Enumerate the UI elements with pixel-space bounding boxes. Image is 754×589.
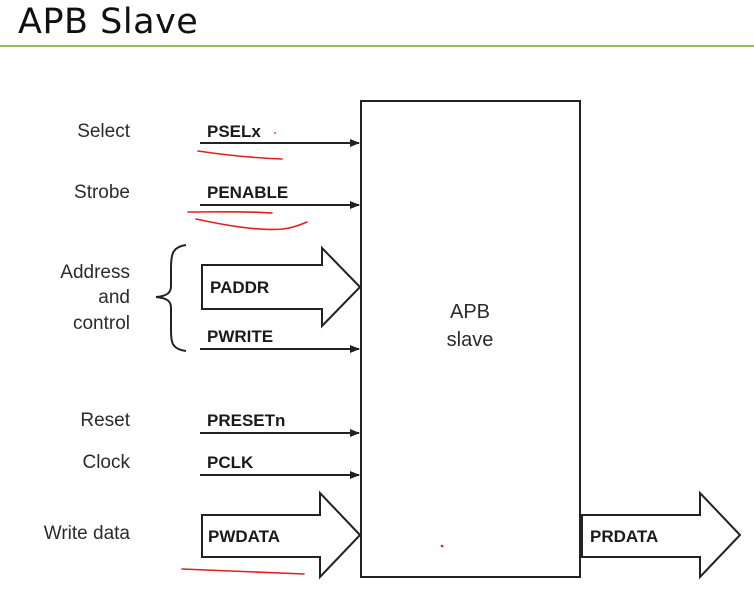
signal-preset: PRESETn bbox=[207, 411, 285, 430]
block-label-apb: APB bbox=[450, 301, 490, 323]
signal-paddr: PADDR bbox=[210, 278, 269, 297]
ink-dot-block bbox=[440, 544, 444, 548]
ink-underline-psel bbox=[197, 150, 283, 160]
label-clock: Clock bbox=[82, 452, 130, 473]
label-strobe: Strobe bbox=[74, 182, 130, 203]
slide-title: APB Slave bbox=[18, 2, 199, 42]
paddr-bus-arrow bbox=[201, 245, 362, 329]
ink-underline-pwdata bbox=[181, 568, 305, 575]
label-reset: Reset bbox=[80, 410, 130, 431]
pwdata-bus-arrow bbox=[201, 490, 362, 580]
block-label-slave: slave bbox=[447, 329, 494, 351]
signal-pclk: PCLK bbox=[207, 453, 254, 472]
signal-penable: PENABLE bbox=[207, 183, 288, 202]
apb-slave-block bbox=[360, 100, 581, 578]
prdata-bus-arrow bbox=[581, 490, 742, 580]
ink-underline-penable-1 bbox=[187, 210, 273, 214]
title-rule bbox=[0, 45, 754, 47]
label-control: control bbox=[73, 313, 130, 334]
ink-underline-penable-2 bbox=[195, 218, 308, 231]
signal-psel: PSELx bbox=[207, 122, 261, 141]
label-address: Address bbox=[60, 262, 130, 283]
signal-pwdata: PWDATA bbox=[208, 527, 280, 546]
signal-pwrite: PWRITE bbox=[207, 327, 273, 346]
address-control-brace bbox=[155, 244, 187, 352]
ink-dot-psel bbox=[274, 132, 276, 134]
label-select: Select bbox=[77, 121, 131, 142]
label-write-data: Write data bbox=[44, 523, 131, 544]
label-and: and bbox=[98, 287, 130, 308]
signal-prdata: PRDATA bbox=[590, 527, 658, 546]
